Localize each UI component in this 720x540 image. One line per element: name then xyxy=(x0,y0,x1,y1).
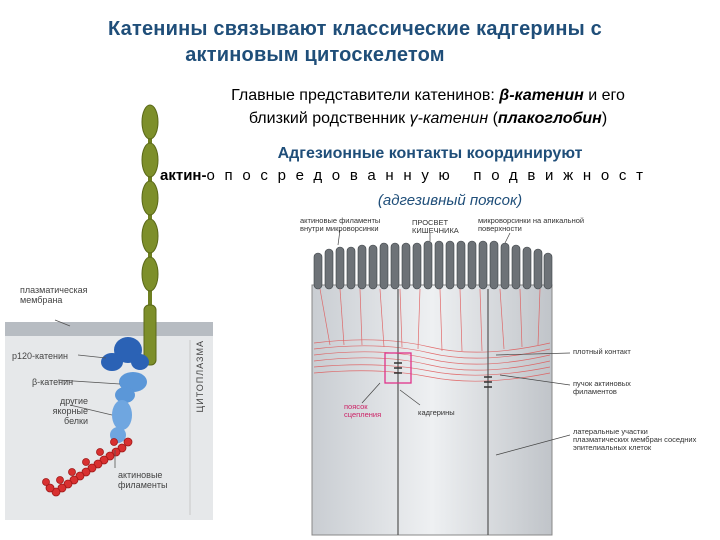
label-other-anchors: другие якорные белки xyxy=(52,396,88,426)
cadherin-catenin-diagram xyxy=(5,104,213,520)
gamma-catenin-term: γ-катенин xyxy=(409,110,489,127)
title-line-1: Катенины связывают классические кадгерин… xyxy=(108,18,602,40)
slide-title: Катенины связывают классические кадгерин… xyxy=(0,16,720,68)
lateral-membranes xyxy=(397,289,489,535)
adhesion-belt-highlight xyxy=(384,352,412,384)
label-cytoplasm: ЦИТОПЛАЗМА xyxy=(195,340,205,413)
epithelium-diagram xyxy=(311,229,570,536)
belt-caption: (адгезивный поясок) xyxy=(377,192,523,209)
subtitle: Главные представители катенинов: β-катен… xyxy=(168,84,688,130)
label-cadherins: кадгерины xyxy=(418,408,455,417)
title-line-2: актиновым цитоскелетом xyxy=(185,44,445,66)
subtitle-line-1: Главные представители катенинов: β-катен… xyxy=(168,84,688,107)
plasma-membrane xyxy=(5,322,213,336)
cadherin-domains xyxy=(141,104,159,366)
label-actin-bundle: пучок актиновых филаментов xyxy=(573,379,631,396)
label-p120: p120-катенин xyxy=(12,351,68,361)
label-actin-in-microvilli: актиновые филаменты внутри микроворсинки xyxy=(300,216,381,233)
epithelial-cells xyxy=(311,284,553,536)
plakoglobin-term: плакоглобин xyxy=(497,110,602,127)
subtitle-text: ) xyxy=(601,110,608,127)
motility-line: актин-опосредованную подвижност xyxy=(160,167,653,184)
subtitle-line-2: близкий родственник γ-катенин (плакоглоб… xyxy=(168,107,688,130)
label-lateral-membranes: латеральные участки плазматических мембр… xyxy=(573,427,697,452)
label-tight-junction: плотный контакт xyxy=(573,347,631,356)
beta-catenin-term: β-катенин xyxy=(499,87,584,104)
label-microvilli: микроворсинки на апикальной поверхности xyxy=(478,216,585,233)
adhesion-junctions xyxy=(394,362,492,388)
subtitle-text: и его xyxy=(583,87,625,104)
label-adhesion-belt: поясок сцепления xyxy=(344,402,382,419)
motility-spaced-text: опосредованную подвижност xyxy=(206,167,653,184)
label-beta-catenin: β-катенин xyxy=(32,377,74,387)
label-actin-filaments: актиновые филаменты xyxy=(118,470,168,490)
actin-bundle xyxy=(313,288,551,382)
label-plasma-membrane: плазматическая мембрана xyxy=(20,285,88,305)
motility-prefix: актин- xyxy=(160,167,207,184)
actin-filament-chain xyxy=(42,437,133,497)
subtitle-text: ( xyxy=(488,110,498,127)
p120-catenin-shape xyxy=(101,337,149,371)
label-lumen: ПРОСВЕТ КИШЕЧНИКА xyxy=(412,218,459,235)
subtitle-text: близкий родственник xyxy=(248,110,410,127)
subtitle-text: Главные представители катенинов: xyxy=(231,87,500,104)
adhesion-heading: Адгезионные контакты координируют xyxy=(277,145,583,162)
microvilli xyxy=(313,240,553,290)
beta-catenin-shape xyxy=(115,372,147,403)
